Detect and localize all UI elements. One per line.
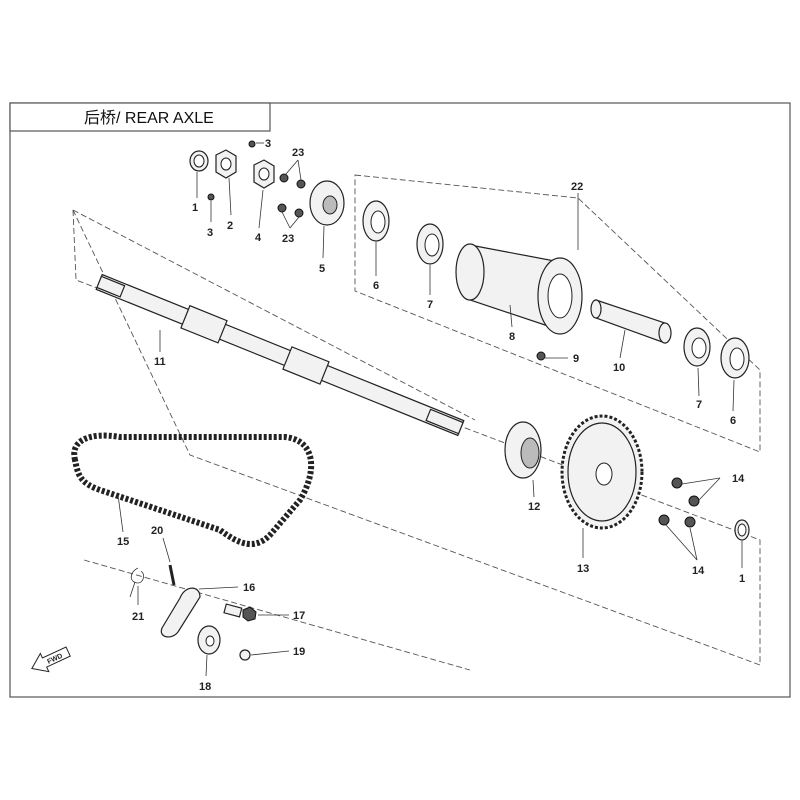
rear-axle-shaft [95,273,465,437]
callout-16: 16 [243,582,255,594]
callout-20: 20 [151,525,163,537]
tensioner-arm [160,587,201,638]
sprocket-bolts [658,477,700,528]
callout-8: 8 [509,331,515,343]
callout-7: 7 [427,299,433,311]
grease-nipple [207,193,215,201]
callout-18: 18 [199,681,211,693]
callout-2: 2 [227,220,233,232]
callout-6: 6 [730,415,736,427]
rear-sprocket [560,414,644,530]
nut [242,606,257,622]
callout-3: 3 [265,138,271,150]
washer [239,649,251,661]
diagram-title: 后桥/ REAR AXLE [84,109,214,127]
callout-21: 21 [132,611,144,623]
callout-7: 7 [696,399,702,411]
callout-15: 15 [117,536,129,548]
grease-nipple [248,140,256,148]
spacer-tube [590,299,672,344]
drive-chain [71,432,315,547]
callout-6: 6 [373,280,379,292]
forward-direction-arrow: FWD [31,646,71,673]
bolt [223,603,243,618]
callout-23: 23 [282,233,294,245]
callout-3: 3 [207,227,213,239]
torsion-spring [129,567,144,598]
callout-9: 9 [573,353,579,365]
callout-13: 13 [577,563,589,575]
title-box [9,102,271,132]
callout-1: 1 [739,573,745,585]
callout-14: 14 [692,565,705,577]
axle-housing [455,243,583,335]
hub-assembly-outline [354,174,761,453]
bolts [277,173,306,218]
axle-guide-line [72,209,476,421]
callout-4: 4 [255,232,262,244]
callout-19: 19 [293,646,305,658]
axle-assembly-outline [72,209,761,666]
leader-lines [117,142,743,677]
nipple [536,351,546,361]
callout-17: 17 [293,610,305,622]
callout-11: 11 [154,356,166,368]
callout-14: 14 [732,473,745,485]
callout-22: 22 [571,181,583,193]
callout-labels: 1 3 3 2 23 23 4 5 22 6 7 8 9 10 7 6 11 1… [117,138,745,693]
callout-23: 23 [292,147,304,159]
callout-12: 12 [528,501,540,513]
diagram-frame [9,102,791,698]
callout-5: 5 [319,263,325,275]
callout-10: 10 [613,362,625,374]
pin [168,564,176,586]
callout-1: 1 [192,202,198,214]
